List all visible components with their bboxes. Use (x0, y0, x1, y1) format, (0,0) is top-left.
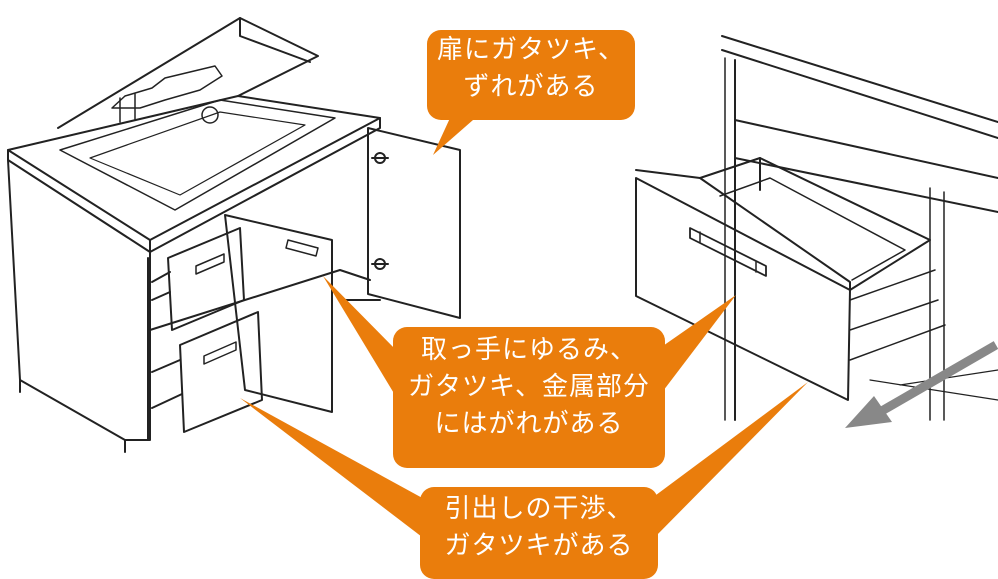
callout-drawer-pointer-2 (652, 382, 808, 540)
callout-handle-line-1: 取っ手にゆるみ、 (420, 335, 637, 365)
callout-drawer-line-2: ガタツキがある (444, 531, 634, 561)
callout-door-issue: 扉にガタツキ、 ずれがある (427, 30, 635, 120)
callout-handle-pointer-1 (323, 276, 398, 400)
callout-drawer-pointer-1 (240, 398, 426, 540)
callout-drawer-line-1: 引出しの干渉、 (444, 494, 634, 524)
vanity-cabinet (7, 17, 461, 453)
callout-drawer-issue: 引出しの干渉、 ガタツキがある (420, 487, 658, 579)
callout-handle-issue: 取っ手にゆるみ、 ガタツキ、金属部分 にはがれがある (393, 327, 665, 468)
callout-handle-line-2: ガタツキ、金属部分 (408, 372, 650, 402)
callout-door-line-2: ずれがある (463, 72, 599, 102)
pull-direction-arrow (845, 341, 998, 428)
callout-handle-pointer-2 (660, 295, 736, 395)
drawer-closeup (635, 35, 998, 421)
callout-handle-line-3: にはがれがある (434, 409, 624, 439)
callout-door-line-1: 扉にガタツキ、 (437, 35, 625, 65)
